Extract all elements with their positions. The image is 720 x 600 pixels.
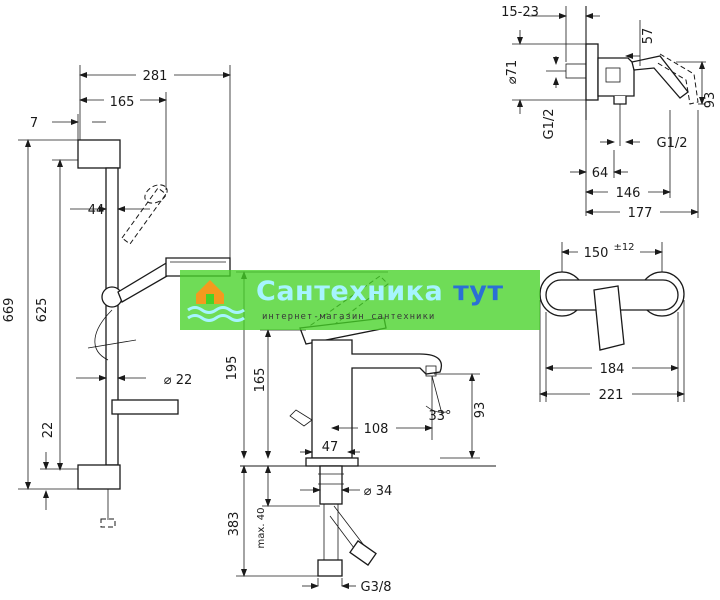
mixer-escutcheon	[585, 43, 599, 101]
dim-195: 195	[225, 356, 240, 381]
dim-281: 281	[143, 69, 168, 84]
dim-93-side: 93	[703, 92, 718, 109]
hose-fitting-right	[349, 540, 377, 566]
dim-diameter-22: ⌀ 22	[164, 373, 193, 388]
house-waves-icon	[187, 280, 245, 322]
dim-47: 47	[322, 440, 339, 455]
shower-wall-bracket-top	[77, 139, 121, 169]
hose-fitting-left	[317, 559, 343, 577]
dim-diameter-71: ⌀71	[505, 60, 520, 84]
shower-rail	[105, 167, 119, 466]
dim-150-tolerance: ±12	[613, 242, 634, 253]
dim-15-23: 15-23	[501, 5, 539, 20]
dim-64: 64	[592, 166, 609, 181]
mixer-lever-side	[631, 55, 689, 99]
dim-g38: G3/8	[361, 580, 392, 595]
mixer-body-side	[597, 57, 635, 97]
dim-146: 146	[616, 186, 641, 201]
dim-150: 150	[584, 246, 609, 261]
dim-625: 625	[35, 298, 50, 323]
dim-165-basin: 165	[253, 368, 268, 393]
dim-177: 177	[628, 206, 653, 221]
basin-shank	[319, 465, 343, 505]
mixer-lever-alt-position	[655, 53, 699, 105]
dim-669: 669	[2, 298, 17, 323]
watermark-title-part1: Сантехника	[256, 276, 444, 307]
watermark-subtitle: интернет-магазин сантехники	[262, 312, 436, 322]
shower-wall-bracket-bottom	[77, 464, 121, 490]
wall-mixer-side-drawing: 15-23 57 ⌀71 93 G1/2 G1/2 64	[501, 5, 718, 221]
mixer-lever-front	[593, 285, 625, 351]
dim-22-bottom: 22	[41, 422, 56, 439]
soap-dish	[111, 399, 179, 415]
dim-g12-outlet: G1/2	[657, 136, 688, 151]
wall-mixer-front-drawing: 150 ±12 184 221	[539, 242, 685, 403]
dim-383: 383	[227, 512, 242, 537]
hand-shower-alt-position	[121, 187, 167, 245]
watermark-banner: Сантехника тут интернет-магазин сантехни…	[180, 270, 540, 330]
dim-max-40: max. 40	[256, 508, 267, 549]
shower-slider	[101, 286, 123, 308]
dim-93-basin: 93	[473, 402, 488, 419]
watermark-title-part2: тут	[443, 276, 504, 307]
dim-diameter-34: ⌀ 34	[364, 484, 393, 499]
dim-221: 221	[599, 388, 624, 403]
dim-184: 184	[600, 362, 625, 377]
dim-108: 108	[364, 422, 389, 437]
dim-44: 44	[88, 203, 105, 218]
dim-7: 7	[30, 116, 38, 131]
dim-165-top: 165	[110, 95, 135, 110]
watermark-title: Сантехника тут	[256, 276, 504, 307]
dim-57: 57	[641, 28, 656, 45]
dim-33-degree: 33°	[428, 409, 451, 424]
dim-g12-inlet: G1/2	[542, 109, 557, 140]
